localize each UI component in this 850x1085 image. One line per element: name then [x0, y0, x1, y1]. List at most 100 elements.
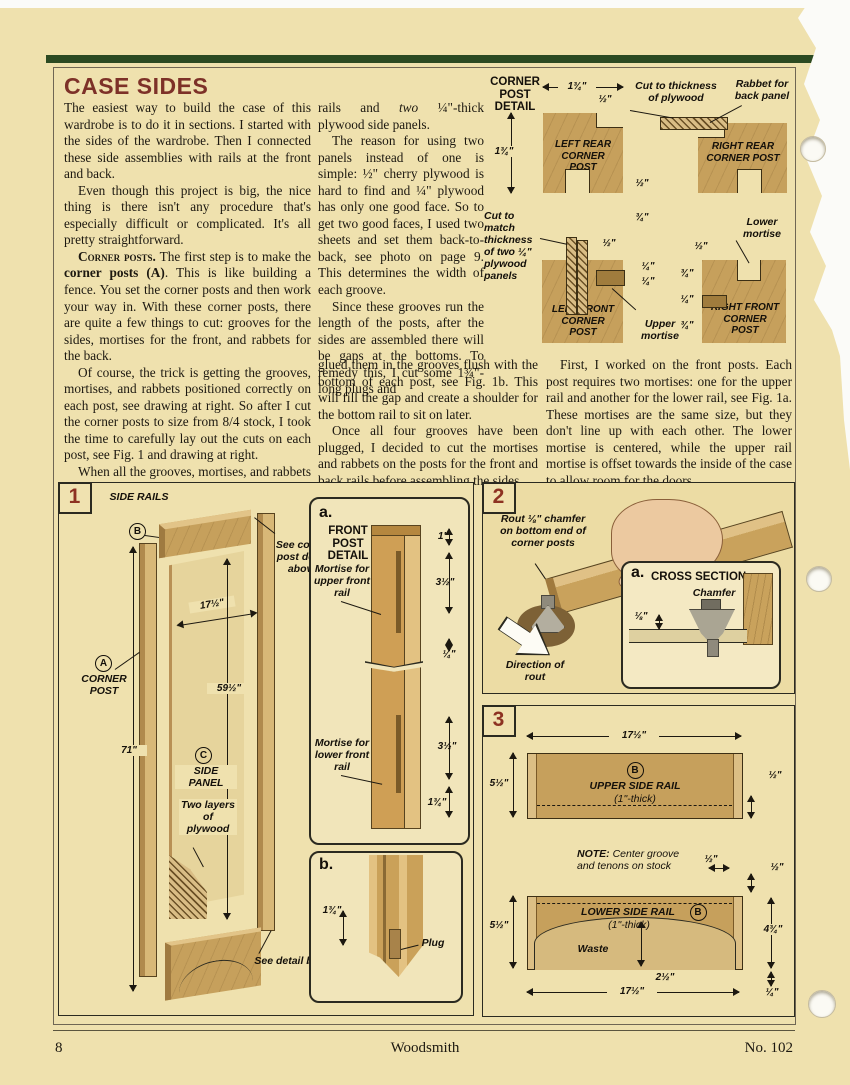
leader-line [114, 651, 140, 671]
leader-line [629, 110, 674, 119]
center-groove-note: NOTE: Center groove and tenons on stock [577, 848, 680, 872]
right-rear-post-section: RIGHT REAR CORNER POST [698, 123, 787, 193]
body-paragraph: Of course, the trick is getting the groo… [64, 364, 311, 463]
body-paragraph: Corner posts. The first step is to make … [64, 248, 312, 364]
lower-mortise-slot [396, 715, 401, 793]
dimension-line [445, 786, 454, 818]
groove-notch [565, 169, 590, 193]
plug-piece [389, 929, 401, 959]
run-in-head: Corner posts. [78, 248, 156, 264]
figure-2: 2 Rout ⅛" chamfer on bottom end of corne… [481, 481, 795, 694]
groove-dashed-line [537, 805, 732, 806]
dimension-line [655, 614, 664, 630]
two-layers-label: Two layers of plywood [179, 799, 237, 835]
letter-c-callout: C [195, 747, 212, 764]
punch-hole [806, 566, 832, 592]
waste-label: Waste [577, 943, 609, 955]
body-paragraph: rails and two ¼"-thick plywood side pane… [318, 100, 484, 132]
direction-label: Direction of rout [505, 659, 565, 683]
body-paragraph: Even though this project is big, the nic… [64, 182, 311, 248]
corner-post-detail-diagram: CORNER POST DETAIL LEFT REAR CORNER POST… [484, 70, 794, 357]
arc-cut-line [179, 954, 253, 998]
body-paragraph: glued them in the grooves flush with the… [318, 357, 538, 422]
plywood-panel-piece [566, 237, 577, 315]
magazine-name: Woodsmith [390, 1040, 460, 1056]
inset-title: CROSS SECTION [651, 571, 747, 583]
dimension-line [339, 910, 348, 946]
lower-side-rail-drawing: LOWER SIDE RAIL B (1"-thick) Waste [527, 896, 743, 970]
mortise-upper-label: Mortise for upper front rail [314, 563, 370, 599]
callout: Rabbet for back panel [734, 78, 790, 102]
upper-rail-label: UPPER SIDE RAIL [589, 780, 681, 792]
bottom-side-rail-drawing [165, 927, 261, 1001]
lower-mortise-notch [737, 260, 761, 281]
see-detail-b-note: See detail b. [254, 955, 316, 967]
leader-line [539, 238, 568, 245]
rout-chamfer-note: Rout ⅛" chamfer on bottom end of corner … [500, 513, 586, 549]
post-side-face [404, 535, 421, 829]
plywood-panel-piece [577, 240, 588, 315]
punch-hole [800, 136, 826, 162]
tenon-end [733, 897, 742, 969]
dimension-line [445, 552, 454, 614]
inset-title: FRONT POST DETAIL [327, 525, 369, 562]
mortise-cut [702, 295, 727, 308]
dimension-line [445, 716, 454, 780]
dimension-line [129, 546, 138, 992]
callout: Cut to match thickness of two ¼" plywood… [484, 210, 533, 282]
dimension-line [445, 528, 454, 546]
content-frame [53, 67, 796, 1025]
diagram-title: CORNER POST DETAIL [490, 76, 540, 113]
thickness-label: (1"-thick) [608, 919, 650, 931]
side-rails-label: SIDE RAILS [109, 491, 169, 503]
tenon-end [528, 754, 537, 818]
tenon-end [733, 754, 742, 818]
letter-b-callout: B [129, 523, 146, 540]
callout: Lower mortise [743, 216, 781, 240]
upper-mortise-cut [596, 270, 625, 286]
dimension-line [509, 752, 518, 818]
dimension-line [445, 638, 454, 652]
front-post-detail-inset: a. FRONT POST DETAIL Mortise for upper f… [309, 497, 470, 845]
cross-section-inset: a. CROSS SECTION Chamfer bit ⅛" [621, 561, 781, 689]
figure-3: 3 17½" B UPPER SIDE RAIL (1"-thick) 5½" … [481, 704, 795, 1017]
thickness-label: (1"-thick) [614, 793, 656, 805]
page-title: CASE SIDES [64, 73, 209, 99]
dimension-line [747, 873, 756, 893]
groove-notch [737, 169, 762, 193]
tenon-end [528, 897, 537, 969]
dimension-line [637, 921, 646, 967]
post-cross-section [743, 573, 773, 645]
section-divider-bar [46, 55, 822, 63]
plug-detail-inset: b. 1¾" Plug [309, 851, 463, 1003]
figure-1: 1 SIDE RAILS B See corner post detail ab… [57, 481, 474, 1016]
waste-arc [534, 917, 736, 970]
upper-mortise-slot [396, 551, 401, 633]
corner-post-drawing [139, 543, 157, 977]
footer-rule [53, 1030, 795, 1031]
bit-pilot [707, 639, 719, 657]
corner-post-label: CORNER POST [81, 673, 127, 697]
page-number: 8 [55, 1040, 63, 1056]
letter-b-callout: B [624, 762, 646, 779]
article-column-2b: glued them in the grooves flush with the… [318, 357, 538, 489]
body-paragraph: The easiest way to build the case of thi… [64, 100, 311, 182]
body-paragraph: First, I worked on the front posts. Each… [546, 357, 792, 488]
callout: Cut to thickness of plywood [635, 80, 717, 104]
groove-notch [596, 113, 623, 128]
left-rear-post-section: LEFT REAR CORNER POST [543, 113, 623, 193]
dimension-line [223, 558, 232, 920]
punch-hole [808, 990, 836, 1018]
scan-edge [0, 0, 850, 8]
article-column-3: First, I worked on the front posts. Each… [546, 357, 792, 489]
issue-number: No. 102 [744, 1040, 793, 1056]
side-panel-label: SIDE PANEL [175, 765, 237, 789]
dimension-line [708, 864, 730, 873]
figure-3-number: 3 [481, 704, 516, 737]
body-paragraph: Since these grooves run the length of th… [318, 298, 484, 397]
article-column-1: The easiest way to build the case of thi… [64, 100, 311, 530]
lower-rail-label: LOWER SIDE RAIL [581, 906, 675, 918]
body-paragraph: Once all four grooves have been plugged,… [318, 423, 538, 488]
mortise-lower-label: Mortise for lower front rail [314, 737, 370, 773]
